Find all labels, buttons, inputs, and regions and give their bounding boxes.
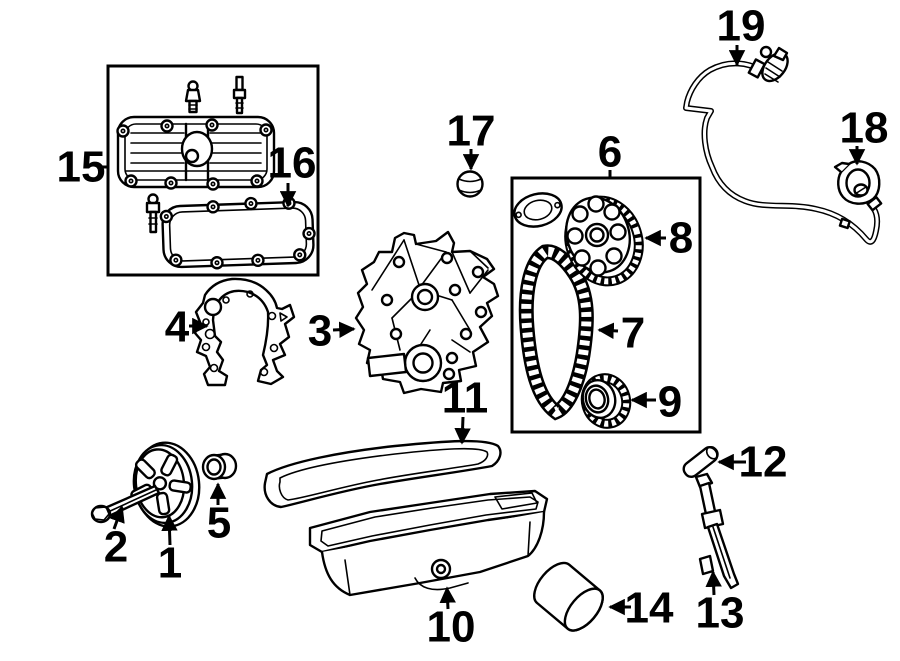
tube-connector <box>747 45 789 83</box>
part-label-oil-pan-gasket: 11 <box>442 374 489 423</box>
valve-cover-bolt-holes <box>116 118 273 191</box>
valve-cover-stud-icon <box>232 75 247 115</box>
valve-cover-kit-box <box>106 64 320 277</box>
crankshaft-front-seal-drawing <box>201 452 238 481</box>
part-label-oil-filter: 14 <box>625 584 674 633</box>
part-label-pulley-bolt: 2 <box>104 523 128 572</box>
part-label-timing-chain-kit: 6 <box>598 128 622 177</box>
chain-tensioner-drawing <box>580 373 632 429</box>
leader-arrow-crankshaft-pulley <box>161 514 178 546</box>
dipstick-drawing <box>682 445 740 590</box>
leader-arrow-oil-pan <box>439 586 456 610</box>
oil-pan-gasket-drawing <box>263 439 502 509</box>
timing-cover-gasket-drawing <box>193 277 296 387</box>
timing-chain-kit-box <box>510 176 702 434</box>
part-label-timing-chain: 7 <box>621 309 645 358</box>
leader-arrow-oil-pan-gasket <box>454 416 471 445</box>
oil-filter-drawing <box>533 561 604 632</box>
oval-gasket-drawing <box>513 192 563 228</box>
dipstick-handle-shape <box>682 446 719 478</box>
valve-cover-gasket-drawing <box>159 196 316 270</box>
valve-cover-drawing <box>116 115 276 191</box>
leader-arrow-timing-chain <box>597 322 619 340</box>
timing-chain-drawing <box>518 244 594 421</box>
leader-arrow-dipstick-tube <box>705 570 722 596</box>
leader-arrow-engine-front-cover <box>332 321 356 338</box>
part-label-camshaft-sprocket: 8 <box>669 214 693 263</box>
part-label-sealing-plug: 17 <box>447 107 496 156</box>
part-label-oil-filler-cap: 18 <box>840 104 889 153</box>
leader-arrow-pulley-bolt <box>109 505 125 530</box>
oil-filler-cap-drawing <box>833 160 881 205</box>
part-label-dipstick-tube: 13 <box>696 589 745 638</box>
part-label-crankshaft-front-seal: 5 <box>207 499 231 548</box>
crankshaft-pulley-drawing <box>130 441 201 528</box>
part-label-tube-assembly: 19 <box>717 2 766 51</box>
valve-cover-stud-icon <box>184 80 202 114</box>
part-label-timing-cover-gasket: 4 <box>165 303 190 352</box>
part-label-engine-front-cover: 3 <box>308 307 332 356</box>
part-label-chain-tensioner: 9 <box>658 378 682 427</box>
part-label-valve-cover-gasket: 16 <box>268 139 317 188</box>
camshaft-sprocket-drawing <box>564 195 644 287</box>
part-label-oil-pan: 10 <box>427 603 476 652</box>
part-label-crankshaft-pulley: 1 <box>158 539 182 588</box>
part-label-valve-cover: 15 <box>57 143 106 192</box>
oil-pan-drawing <box>308 489 549 597</box>
sealing-plug-drawing <box>456 170 484 198</box>
tube-assembly-drawing <box>683 45 883 245</box>
valve-cover-stud-icon <box>145 193 161 234</box>
engine-front-cover-drawing <box>354 230 500 395</box>
part-label-dipstick-handle: 12 <box>739 438 788 487</box>
